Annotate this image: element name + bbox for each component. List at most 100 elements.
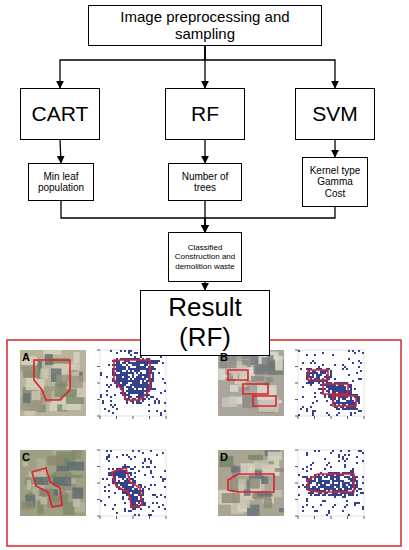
waste-pixel [116,352,118,354]
waste-pixel [134,508,136,510]
waste-pixel [122,378,124,380]
waste-pixel [136,488,138,490]
flow-arrow [204,140,205,163]
photo-texture [274,356,282,371]
waste-pixel [134,384,136,386]
waste-pixel [134,498,136,500]
waste-pixel [128,368,130,370]
waste-pixel [314,396,316,398]
waste-pixel [134,364,136,366]
waste-pixel [322,372,324,374]
photo-texture [27,480,31,490]
waste-pixel [344,386,346,388]
waste-pixel [142,392,144,394]
waste-pixel [124,350,126,352]
waste-pixel [134,466,136,468]
waste-pixel [318,482,320,484]
waste-pixel [360,410,362,412]
waste-pixel [138,364,140,366]
waste-pixel [130,388,132,390]
waste-pixel [134,382,136,384]
waste-pixel [312,480,314,482]
waste-pixel [356,494,358,496]
waste-pixel [110,396,112,398]
waste-pixel [136,370,138,372]
waste-pixel [134,390,136,392]
waste-pixel [324,500,326,502]
waste-pixel [332,506,334,508]
waste-pixel [304,486,306,488]
waste-pixel [348,400,350,402]
waste-pixel [126,378,128,380]
waste-pixel [336,400,338,402]
waste-pixel [334,378,336,380]
photo-texture [67,462,84,471]
waste-pixel [122,362,124,364]
waste-pixel [320,480,322,482]
waste-pixel [312,462,314,464]
results-frame [7,340,401,546]
axis-tick [100,516,101,519]
waste-pixel [308,382,310,384]
waste-pixel [146,380,148,382]
waste-pixel [142,462,144,464]
waste-pixel [108,490,110,492]
waste-pixel [122,382,124,384]
waste-pixel [126,486,128,488]
waste-pixel [348,514,350,516]
waste-pixel [138,362,140,364]
waste-pixel [134,356,136,358]
parameter-box: Min leaf population [28,163,94,201]
waste-pixel [354,412,356,414]
waste-pixel [350,390,352,392]
waste-pixel [336,402,338,404]
waste-pixel [120,484,122,486]
waste-pixel [316,374,318,376]
waste-pixel [348,484,350,486]
photo-texture [38,489,53,496]
photo-texture [257,493,273,497]
waste-pixel [124,502,126,504]
waste-pixel [342,408,344,410]
waste-pixel [350,486,352,488]
waste-pixel [350,414,352,416]
waste-pixel [152,368,154,370]
panel-letter: C [22,452,30,463]
axis-tick [97,416,100,417]
waste-pixel [132,388,134,390]
waste-pixel [126,390,128,392]
waste-pixel [122,474,124,476]
waste-pixel [348,358,350,360]
waste-pixel [312,374,314,376]
waste-pixel [326,400,328,402]
waste-pixel [132,494,134,496]
waste-pixel [362,506,364,508]
waste-pixel [306,354,308,356]
waste-pixel [346,500,348,502]
waste-pixel [116,376,118,378]
waste-pixel [344,454,346,456]
waste-pixel [344,366,346,368]
waste-pixel [106,376,108,378]
waste-pixel [326,476,328,478]
waste-pixel [326,480,328,482]
axis-tick [100,416,101,419]
waste-pixel [302,396,304,398]
waste-pixel [358,396,360,398]
waste-pixel [310,480,312,482]
waste-pixel [348,476,350,478]
waste-pixel [110,474,112,476]
waste-pixel [124,476,126,478]
waste-pixel [334,476,336,478]
waste-pixel [138,484,140,486]
waste-pixel [116,374,118,376]
photo-texture [21,501,33,509]
flow-arrow [334,140,335,157]
waste-pixel [344,466,346,468]
waste-pixel [328,414,330,416]
waste-pixel [142,388,144,390]
waste-pixel [156,410,158,412]
wrap: Image preprocessing and sampling [92,8,318,43]
waste-pixel [146,368,148,370]
